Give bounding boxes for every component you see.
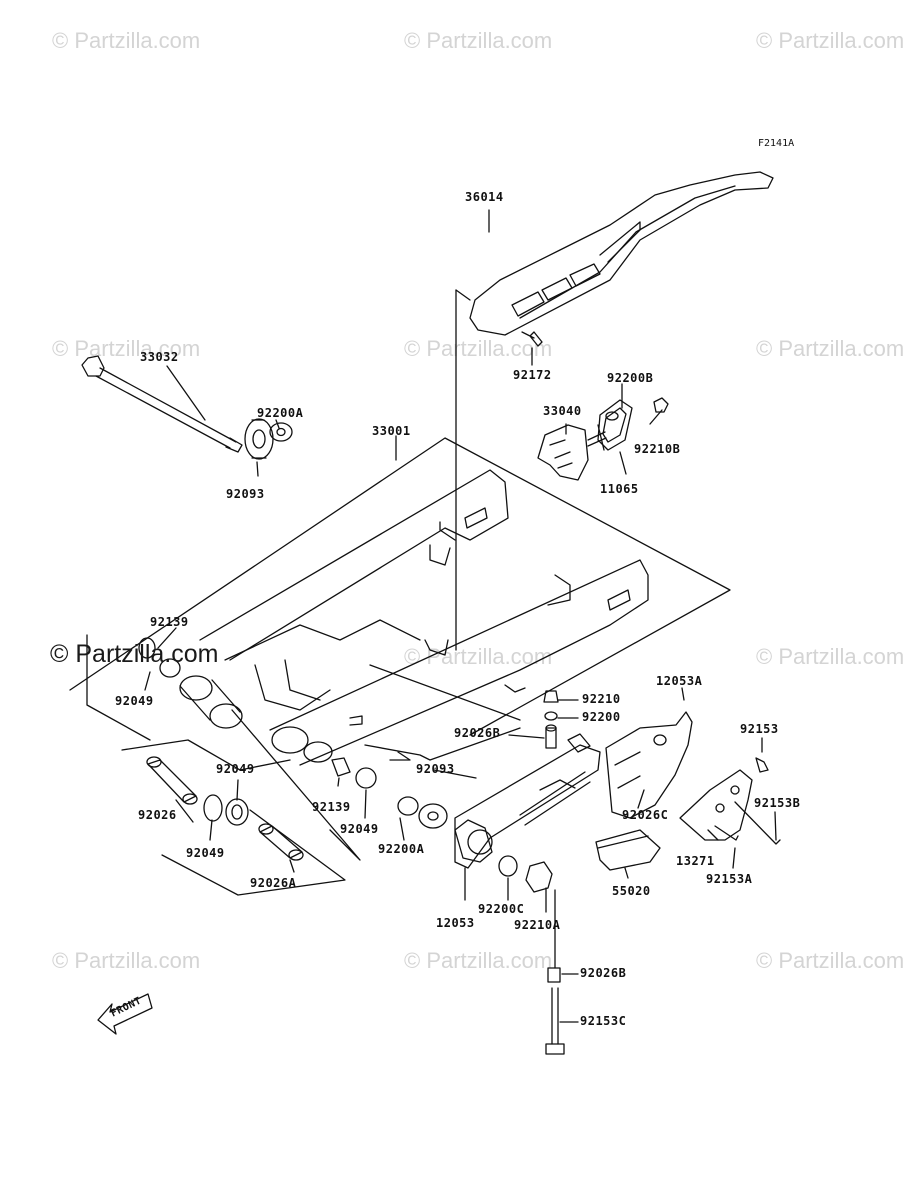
part-number-92049[interactable]: 92049 [115,694,154,708]
collar-92139-left [138,637,156,659]
part-number-33040[interactable]: 33040 [543,404,582,418]
centerline-tension [369,664,521,721]
part-number-92093[interactable]: 92093 [416,762,455,776]
part-number-92153C[interactable]: 92153C [580,1014,627,1028]
washer-92200A-top [269,422,293,442]
part-number-92026B[interactable]: 92026B [580,966,627,980]
part-number-33001[interactable]: 33001 [372,424,411,438]
part-number-92049[interactable]: 92049 [216,762,255,776]
washer-92200B [605,411,619,421]
part-number-92026A[interactable]: 92026A [250,876,297,890]
collar-92093 [244,418,274,460]
watermark: © Partzilla.com [756,28,905,53]
centerline-guard-2 [455,289,471,301]
part-number-13271[interactable]: 13271 [676,854,715,868]
part-number-92026[interactable]: 92026 [138,808,177,822]
part-number-92210B[interactable]: 92210B [634,442,681,456]
part-number-55020[interactable]: 55020 [612,884,651,898]
part-number-92200C[interactable]: 92200C [478,902,525,916]
part-number-12053A[interactable]: 12053A [656,674,703,688]
part-number-92200[interactable]: 92200 [582,710,621,724]
part-number-92093[interactable]: 92093 [226,487,265,501]
watermark: © Partzilla.com [756,336,905,361]
part-number-92210A[interactable]: 92210A [514,918,561,932]
watermark: © Partzilla.com [404,948,553,973]
collar-92093-mid [418,803,448,829]
block-12053-pad [567,733,591,753]
watermark: © Partzilla.com [404,336,553,361]
part-number-92139[interactable]: 92139 [312,800,351,814]
part-number-92026B[interactable]: 92026B [454,726,501,740]
bolt-92172 [521,331,543,347]
plate-13271 [679,769,753,841]
swingarm-33001 [69,437,731,766]
nut-92210 [543,690,559,703]
watermark: © Partzilla.com [404,28,553,53]
watermark: © Partzilla.com [756,948,905,973]
bolt-92153 [755,757,769,773]
part-number-92153A[interactable]: 92153A [706,872,753,886]
tensioner-12053 [454,744,601,869]
part-number-33032[interactable]: 33032 [140,350,179,364]
sleeve-92026A [258,823,304,861]
washer-92200C [498,855,518,877]
washer-92200 [544,711,558,721]
part-number-92139[interactable]: 92139 [150,615,189,629]
bolt-92153A [714,825,739,841]
part-number-92026C[interactable]: 92026C [622,808,669,822]
part-number-11065[interactable]: 11065 [600,482,639,496]
part-number-92049[interactable]: 92049 [186,846,225,860]
watermark-primary: © Partzilla.com [50,640,219,668]
collar-92026B-low [547,967,561,983]
figure-id: F2141A [758,138,795,149]
part-number-92172[interactable]: 92172 [513,368,552,382]
part-number-92049[interactable]: 92049 [340,822,379,836]
front-arrow-icon [97,993,153,1035]
watermark: © Partzilla.com [52,948,201,973]
part-number-92200A[interactable]: 92200A [257,406,304,420]
washer-92200A-mid [397,796,419,816]
watermark: © Partzilla.com [52,336,201,361]
nut-92210A [525,861,553,893]
watermark: © Partzilla.com [756,644,905,669]
part-number-92200A[interactable]: 92200A [378,842,425,856]
seal-92049-mid [225,798,249,826]
part-number-92153B[interactable]: 92153B [754,796,801,810]
bolt-92153B [734,801,781,845]
slider-55020 [595,829,661,871]
cap-11065 [597,399,633,451]
seal-92049-left [159,658,181,678]
watermark: © Partzilla.com [52,28,201,53]
part-number-92210[interactable]: 92210 [582,692,621,706]
part-number-36014[interactable]: 36014 [465,190,504,204]
bolt-92153C [545,987,565,1055]
part-number-12053[interactable]: 12053 [436,916,475,930]
part-number-92200B[interactable]: 92200B [607,371,654,385]
adjuster-33040 [537,424,607,481]
part-number-92153[interactable]: 92153 [740,722,779,736]
collar-92139-mid [331,757,351,777]
nut-92210B [653,397,669,413]
seal-92049-c [355,767,377,789]
seal-92049-low [203,794,223,822]
chain-guard-36014 [469,171,774,336]
sleeve-92026 [146,756,198,805]
bracket-12053A [605,711,693,819]
collar-92026B-top [545,727,557,749]
axle-33032 [81,355,243,453]
